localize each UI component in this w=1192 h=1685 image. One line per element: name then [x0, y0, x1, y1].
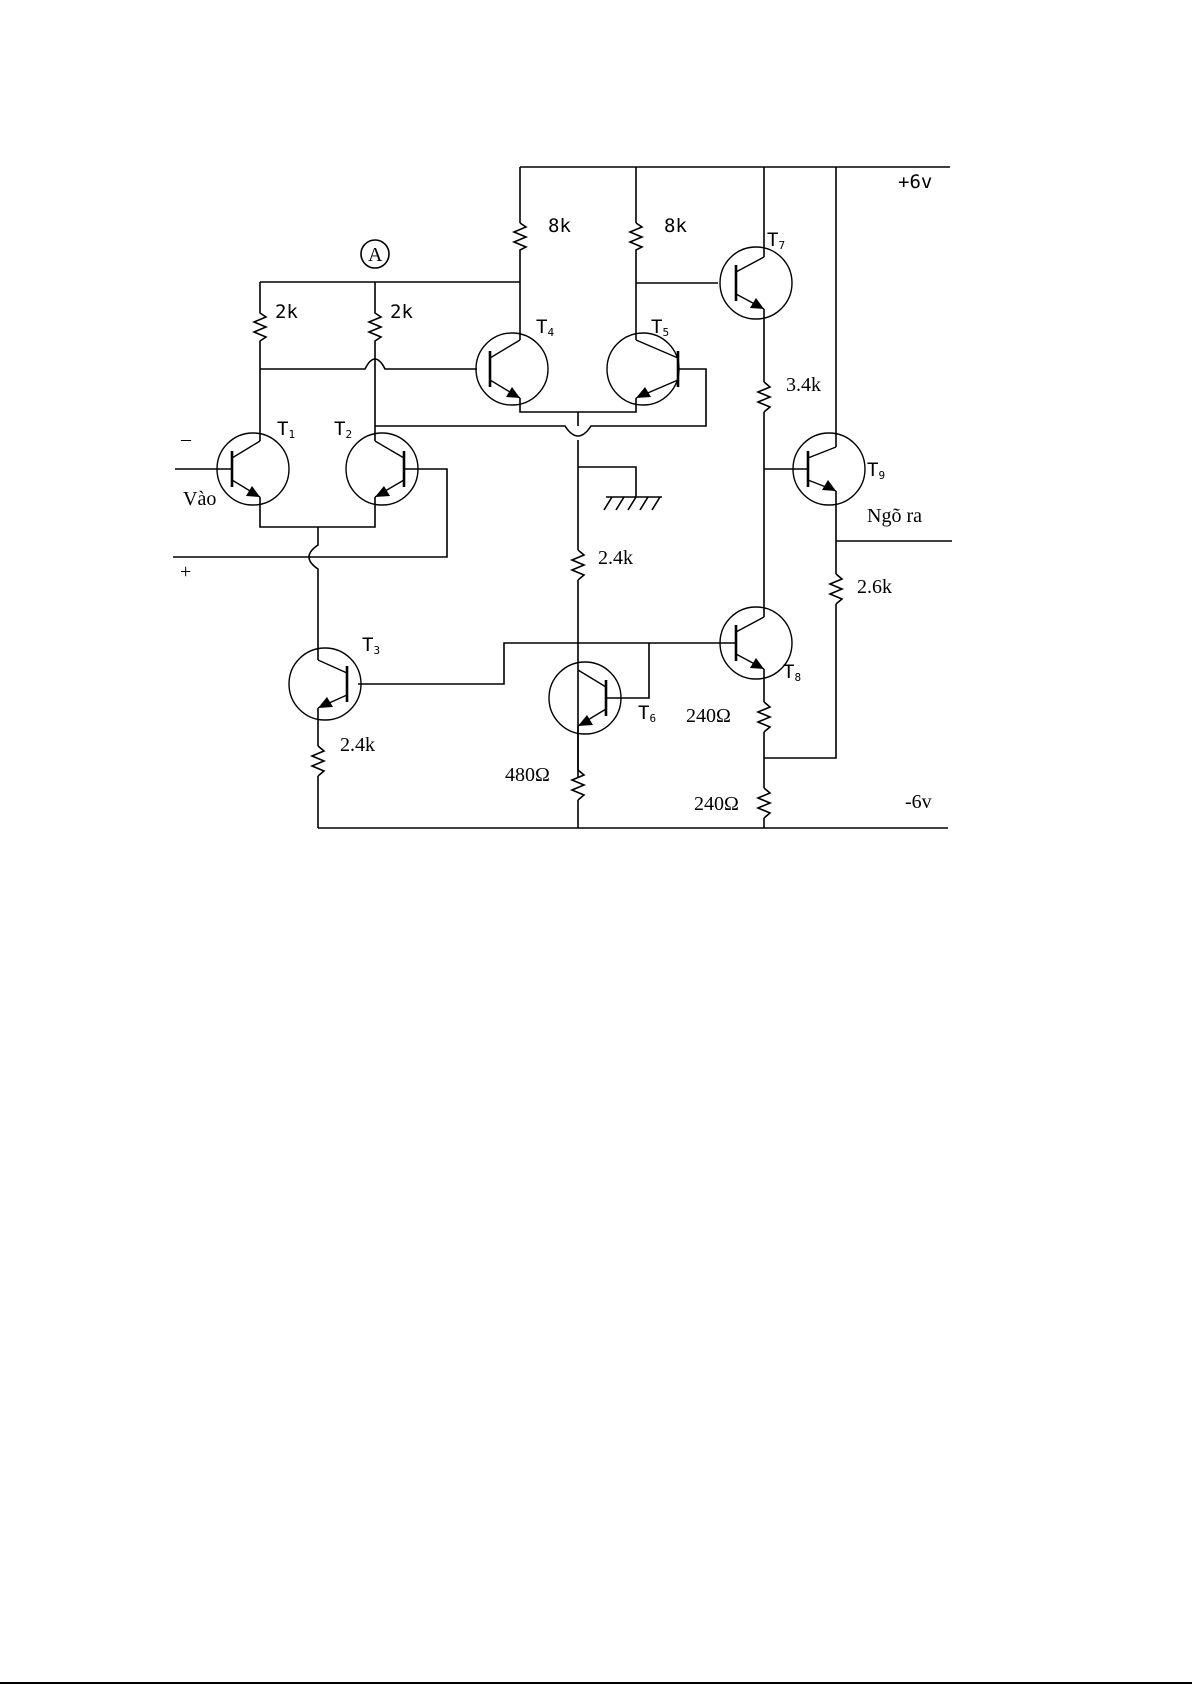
wire-t3b-to-bias	[358, 643, 736, 684]
label-r-2k4-t3: 2.4k	[340, 734, 375, 756]
label-noninverting-input: +	[180, 561, 191, 583]
wire-t1c-to-t4b	[260, 359, 477, 369]
label-t5: T5	[651, 316, 669, 339]
transistor-t3	[289, 648, 361, 720]
ground-icon	[604, 497, 662, 510]
label-r-240-bottom: 240Ω	[694, 793, 739, 815]
transistor-t4	[476, 333, 548, 405]
resistor-2k-right	[369, 282, 381, 358]
resistor-2k6-t9	[830, 574, 842, 604]
label-inverting-input: –	[180, 428, 192, 450]
label-positive-supply: +6v	[898, 171, 932, 193]
label-t6: T6	[638, 702, 656, 725]
label-r-2k-right: 2k	[390, 301, 413, 323]
wire-t4t5-emitters	[520, 398, 636, 426]
label-r-240-t8: 240Ω	[686, 705, 731, 727]
resistor-2k4-t3	[312, 746, 324, 776]
resistor-8k-left	[514, 223, 526, 283]
resistor-3k4-t7	[758, 382, 770, 412]
resistor-2k-left	[254, 282, 266, 441]
label-t1: T1	[277, 418, 295, 441]
wire-t1t2-emitters	[260, 497, 375, 660]
resistor-240-bottom	[758, 788, 770, 818]
wire-t6-diode	[606, 643, 649, 698]
resistor-8k-right	[630, 223, 642, 283]
resistor-240-t8	[758, 702, 770, 732]
label-t9: T9	[867, 459, 885, 482]
label-t3: T3	[362, 634, 380, 657]
label-t2: T2	[334, 418, 352, 441]
wire-t2c-to-t5b	[375, 358, 706, 441]
wire-ground	[578, 467, 636, 497]
transistor-t7	[720, 247, 792, 319]
label-r-2k4-mid: 2.4k	[598, 547, 633, 569]
label-r-8k-right: 8k	[664, 215, 687, 237]
transistor-t5	[607, 333, 679, 405]
label-negative-supply: -6v	[905, 791, 932, 813]
wire-t9-emitter	[764, 491, 836, 758]
page-bottom-border	[0, 1682, 1192, 1684]
label-r-3k4: 3.4k	[786, 374, 821, 396]
label-t4: T4	[536, 316, 554, 339]
label-r-2k-left: 2k	[275, 301, 298, 323]
label-r-8k-left: 8k	[548, 215, 571, 237]
label-input: Vào	[183, 488, 216, 510]
label-output: Ngõ ra	[867, 505, 922, 527]
label-t8: T8	[783, 661, 801, 684]
wire-input-plus	[173, 469, 447, 557]
label-r-480: 480Ω	[505, 764, 550, 786]
label-node-a: A	[368, 244, 383, 266]
label-r-2k6: 2.6k	[857, 576, 892, 598]
label-t7: T7	[767, 229, 785, 252]
resistor-2k4-mid	[572, 550, 584, 580]
